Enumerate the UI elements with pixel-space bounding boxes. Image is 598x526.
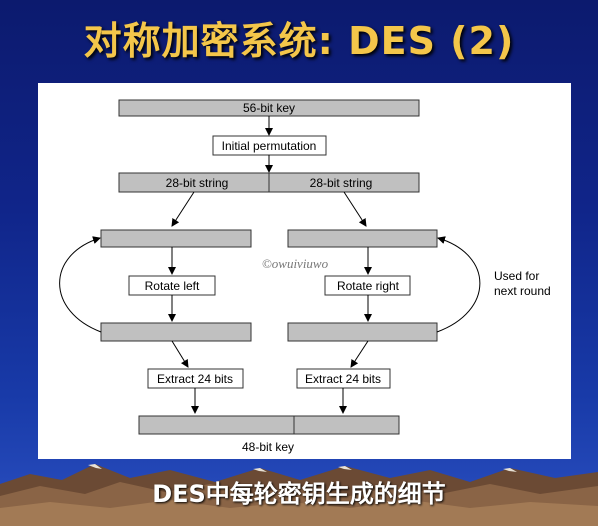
rotate-left-label: Rotate left	[145, 279, 200, 293]
right-upper-register	[287, 229, 438, 248]
loop-note-line2: next round	[494, 284, 551, 298]
key-48-right-half	[293, 415, 400, 435]
mountain-landscape-decoration	[0, 464, 598, 526]
slide-title: 对称加密系统: DES (2)	[83, 19, 515, 63]
left-lower-register	[100, 322, 252, 342]
key-48-label: 48-bit key	[242, 440, 294, 454]
right-28-bit-label: 28-bit string	[310, 176, 373, 190]
key-56-label: 56-bit key	[243, 101, 295, 115]
arrow-right-register-to-extract	[350, 340, 369, 368]
watermark-text: ©owuiviuwo	[262, 256, 329, 271]
extract-left-label: Extract 24 bits	[157, 372, 233, 386]
left-28-bit-label: 28-bit string	[166, 176, 229, 190]
left-feedback-loop	[59, 236, 102, 333]
des-key-schedule-diagram: 56-bit key Initial permutation 28-bit st…	[38, 83, 571, 459]
right-lower-register	[287, 322, 438, 342]
slide-caption: DES中每轮密钥生成的细节	[152, 480, 446, 508]
loop-note-line1: Used for	[494, 269, 539, 283]
initial-permutation-label: Initial permutation	[222, 139, 317, 153]
left-upper-register	[100, 229, 252, 248]
arrow-left-string-to-register	[171, 191, 195, 227]
rotate-right-label: Rotate right	[337, 279, 400, 293]
extract-right-label: Extract 24 bits	[305, 372, 381, 386]
arrow-left-register-to-extract	[171, 340, 189, 368]
arrow-right-string-to-register	[343, 191, 367, 227]
key-48-left-half	[138, 415, 295, 435]
right-feedback-loop	[436, 236, 481, 333]
